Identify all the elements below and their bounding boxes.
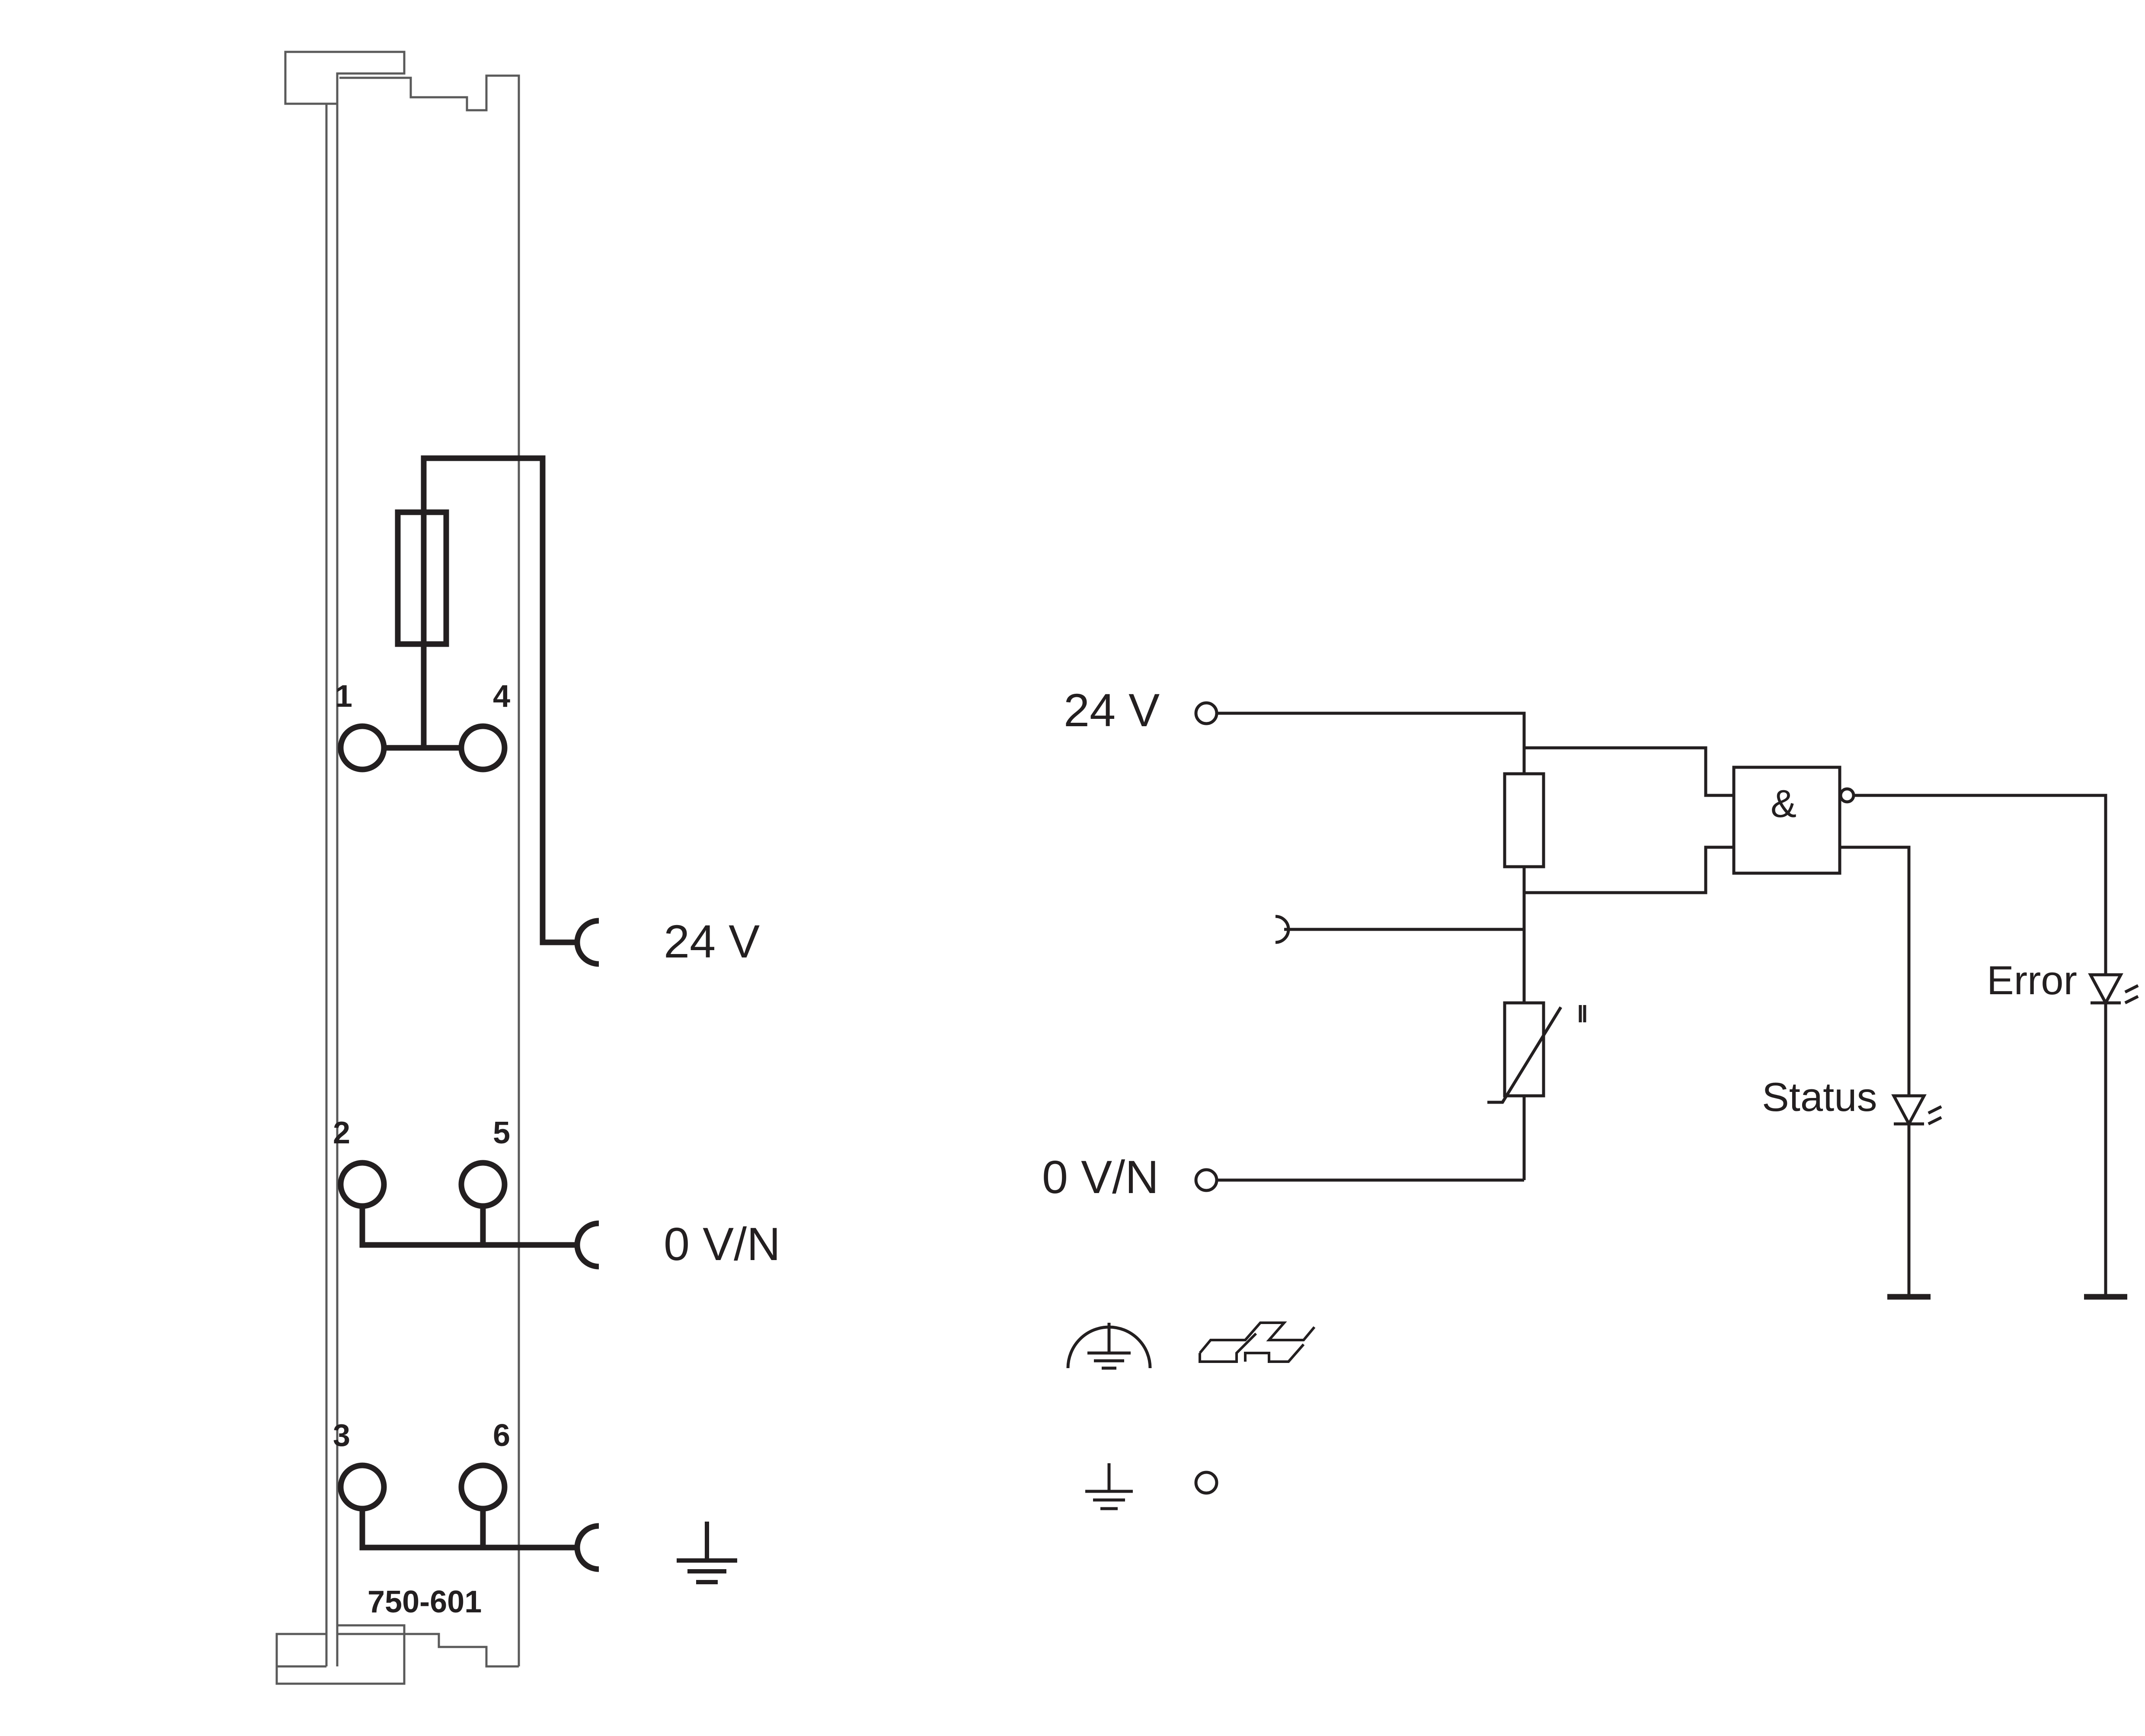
module-internal-wiring <box>359 455 575 1551</box>
terminal-2 <box>338 1160 387 1209</box>
contact-spring-icon <box>574 1523 599 1572</box>
terminal-3 <box>338 1462 387 1512</box>
led-error-label: Error <box>1987 957 2077 1003</box>
contact-spring-icon <box>574 918 599 967</box>
terminal-6 <box>458 1462 508 1512</box>
output-label-0v: 0 V/N <box>664 1218 780 1270</box>
pin-label: 3 <box>333 1418 350 1453</box>
terminal-4 <box>458 723 508 772</box>
inverter-bubble <box>1839 787 1855 804</box>
and-gate-icon: & <box>1732 766 1855 875</box>
din-rail-icon <box>1199 1321 1316 1363</box>
terminal-points <box>338 723 508 1512</box>
terminal-point-icon <box>1194 701 1218 1495</box>
pin-labels: 1 4 2 5 3 6 <box>333 679 510 1453</box>
pin-label: 4 <box>493 679 510 714</box>
schematic-0v-label: 0 V/N <box>1042 1151 1159 1203</box>
gate-symbol: & <box>1771 782 1797 826</box>
module-housing <box>275 51 520 1685</box>
ground-icon <box>1085 1463 1133 1510</box>
pin-label: 6 <box>493 1418 510 1453</box>
contact-spring-icon <box>1275 915 1290 944</box>
pin-label: 1 <box>335 679 352 714</box>
output-label-24v: 24 V <box>664 915 760 967</box>
terminal-5 <box>458 1160 508 1209</box>
contact-springs <box>574 918 599 1572</box>
ground-icon <box>677 1522 737 1584</box>
part-number: 750-601 <box>368 1585 482 1619</box>
schematic-wiring <box>1217 712 2107 1297</box>
schematic-24v-label: 24 V <box>1064 684 1160 736</box>
led-icon <box>1891 973 2139 1127</box>
fuse-icon <box>1503 772 1545 868</box>
terminal-1 <box>338 723 387 772</box>
pin-label: 2 <box>333 1116 350 1150</box>
protective-earth-icon <box>1066 1323 1152 1370</box>
pin-label: 5 <box>493 1116 510 1150</box>
varistor-icon <box>1487 1001 1586 1104</box>
led-status-label: Status <box>1762 1074 1877 1120</box>
contact-spring-icon <box>574 1220 599 1270</box>
